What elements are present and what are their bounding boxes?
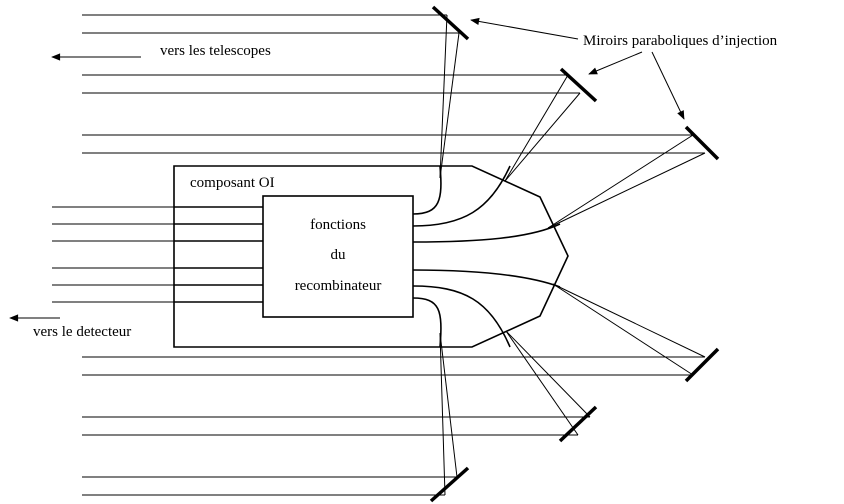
waveguide-1	[412, 165, 442, 215]
mirrors-label: Miroirs paraboliques d’injection	[583, 33, 778, 49]
cone-3	[547, 134, 694, 229]
telescopes-label: vers les telescopes	[160, 43, 271, 59]
cone-2	[504, 92, 581, 182]
cone-3	[547, 152, 706, 229]
detector-outputs	[52, 206, 263, 303]
cone-6	[439, 332, 446, 496]
cone-4	[552, 283, 694, 376]
waveguide-3	[412, 223, 561, 243]
mirror-4	[684, 347, 720, 383]
cone-5	[505, 330, 579, 436]
waveguide-4	[412, 269, 561, 288]
mirror-2	[559, 67, 598, 103]
mirror-1	[431, 5, 470, 41]
cone-1	[439, 32, 460, 179]
cone-2	[504, 74, 569, 182]
cone-6	[439, 332, 458, 478]
recombiner-label-line3: recombinateur	[295, 278, 382, 294]
waveguide-2	[412, 165, 511, 227]
waveguide-6	[412, 297, 442, 348]
input-waveguides	[412, 165, 561, 348]
mirror-3	[684, 125, 720, 161]
component-label: composant OI	[190, 175, 275, 191]
recombiner-box	[262, 195, 414, 318]
mirrors-pointer-1	[470, 17, 579, 40]
waveguide-5	[412, 285, 511, 348]
cone-1	[439, 14, 448, 179]
telescope-beams	[82, 14, 705, 496]
cone-5	[505, 330, 591, 418]
oi-component-outline	[173, 165, 569, 348]
mirrors-pointer-2	[588, 51, 643, 75]
mirror-5	[558, 405, 598, 443]
parabolic-mirrors	[429, 5, 720, 503]
recombiner-label-line1: fonctions	[310, 217, 366, 233]
recombiner-label-line2: du	[331, 247, 347, 263]
mirrors-pointer-3	[651, 51, 685, 120]
mirror-6	[429, 466, 470, 503]
detector-label: vers le detecteur	[33, 324, 131, 340]
cone-4	[552, 283, 706, 358]
focus-cones	[439, 14, 706, 496]
